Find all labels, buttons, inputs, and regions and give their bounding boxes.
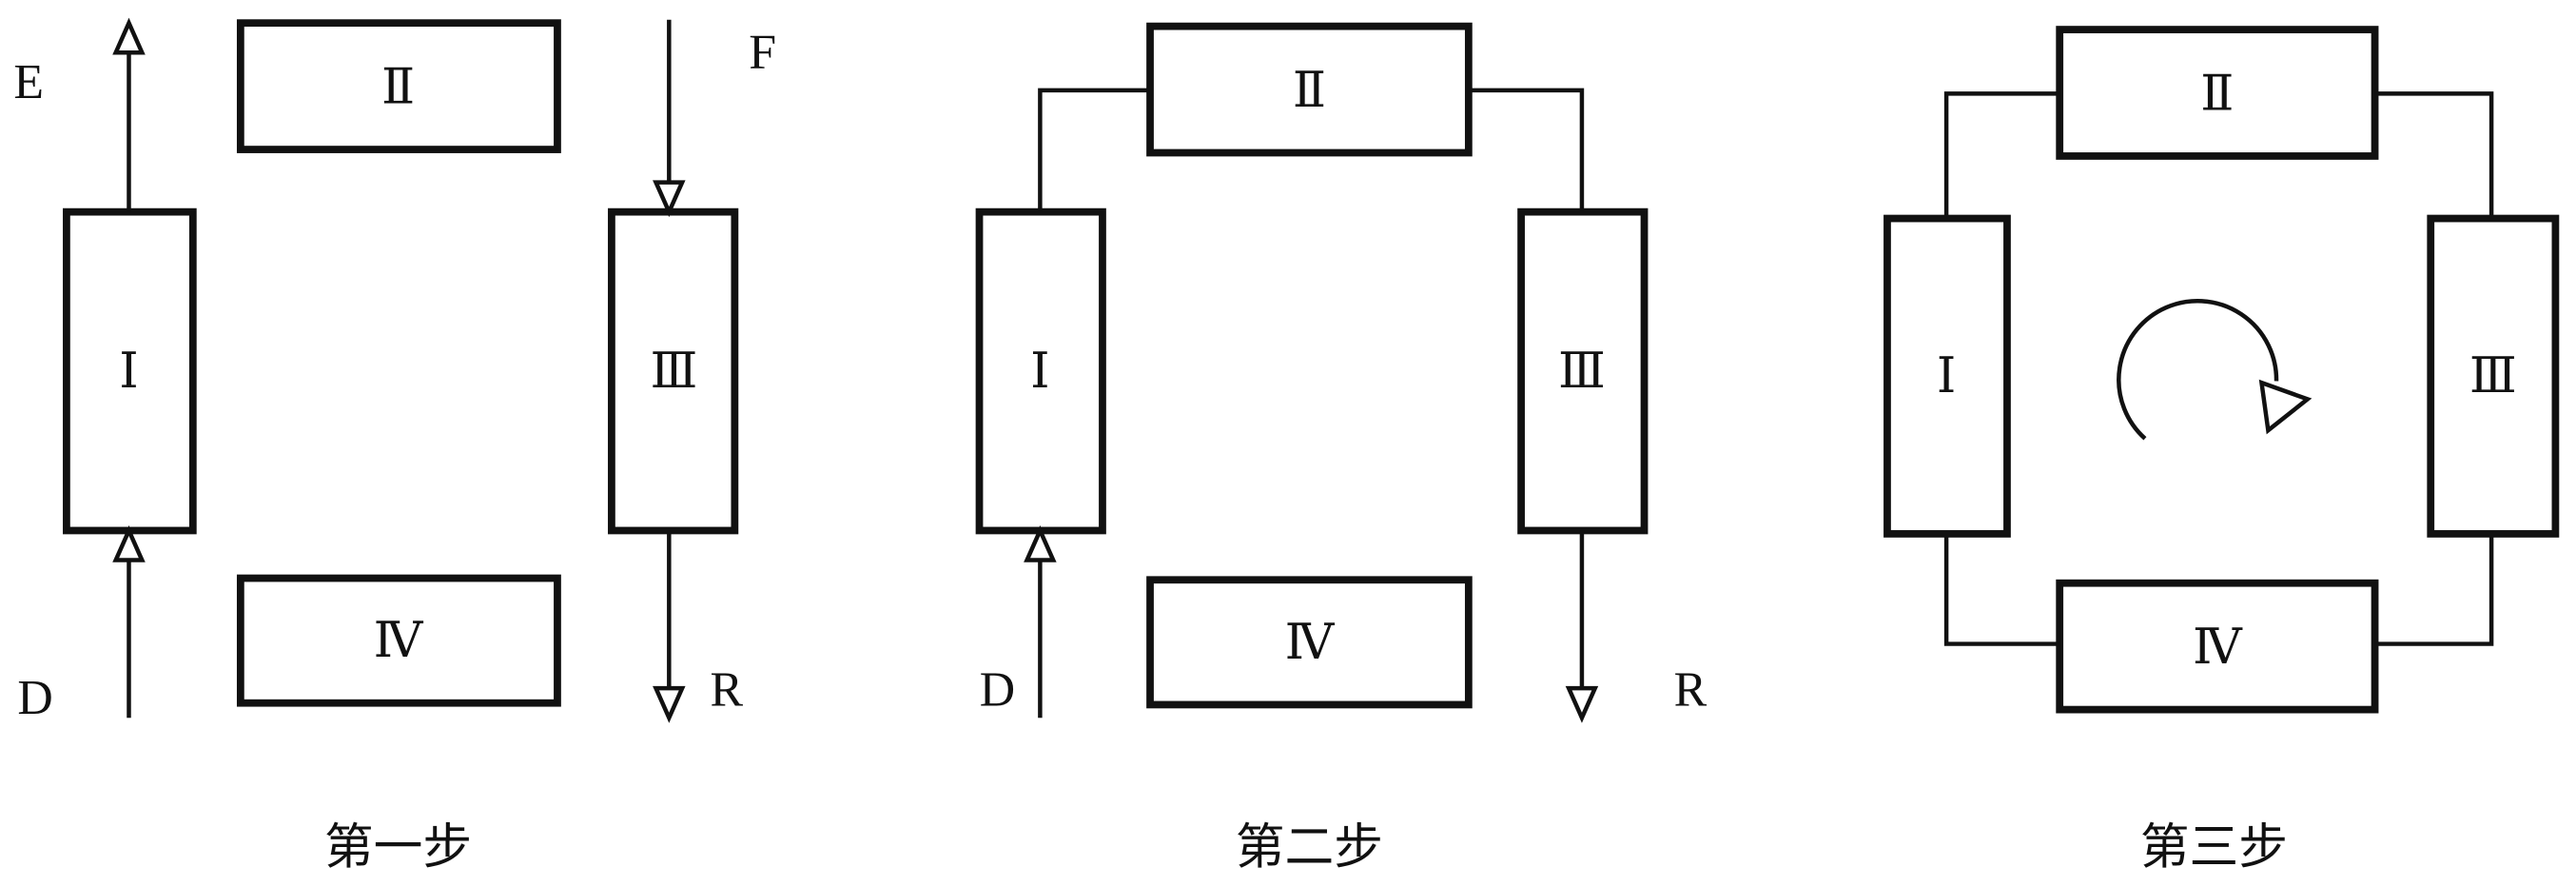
arrow-up-icon (112, 524, 146, 562)
column-2-label: Ⅱ (381, 58, 415, 115)
label-R: R (1674, 662, 1708, 717)
column-4 (1146, 576, 1473, 709)
caption-step-1: 第一步 (324, 819, 472, 877)
column-3-label: Ⅲ (2469, 347, 2517, 404)
label-D: D (980, 662, 1015, 717)
label-F: F (749, 26, 776, 80)
column-4-label: Ⅳ (374, 612, 424, 669)
column-1-label: Ⅰ (119, 343, 138, 400)
connector-2-3 (2374, 91, 2494, 219)
arrow-up-icon (112, 17, 146, 55)
column-1 (1883, 214, 2011, 538)
column-4 (236, 574, 561, 707)
column-2-label: Ⅱ (2200, 65, 2234, 122)
column-2 (1146, 22, 1473, 157)
column-1-label: Ⅰ (1937, 347, 1956, 404)
panel-step-1: Ⅰ Ⅱ Ⅲ Ⅳ E F D R 第一步 (13, 17, 776, 877)
caption-step-2: 第二步 (1236, 819, 1383, 877)
column-3 (608, 207, 739, 535)
connector-4-1 (1943, 533, 2060, 646)
column-2 (236, 19, 561, 153)
column-3-label: Ⅲ (1558, 343, 1606, 400)
column-4-label: Ⅳ (1285, 614, 1336, 671)
arrow-up-icon (1024, 524, 1057, 562)
column-3 (2427, 214, 2560, 538)
caption-step-3: 第三步 (2140, 819, 2288, 877)
connector-1-2 (1943, 91, 2060, 219)
column-2 (2056, 26, 2379, 160)
column-1 (975, 207, 1106, 535)
column-3 (1517, 207, 1649, 535)
column-4 (2056, 579, 2379, 714)
column-2-label: Ⅱ (1293, 62, 1326, 119)
column-3-label: Ⅲ (651, 343, 698, 400)
panel-step-3: Ⅰ Ⅱ Ⅲ Ⅳ 第三步 (1883, 26, 2560, 877)
connector-2-3 (1468, 88, 1585, 212)
label-R: R (710, 662, 743, 717)
label-E: E (13, 55, 44, 109)
connector-3-4 (2374, 533, 2494, 646)
arrow-down-icon (653, 180, 686, 218)
panel-step-2: Ⅰ Ⅱ Ⅲ Ⅳ D R 第二步 (975, 22, 1708, 877)
label-D: D (17, 671, 52, 725)
column-4-label: Ⅳ (2193, 619, 2243, 676)
column-1-label: Ⅰ (1030, 343, 1049, 400)
arrow-down-icon (653, 685, 686, 723)
arrow-down-icon (1565, 685, 1599, 723)
circulation-arrow-icon (2117, 299, 2313, 441)
connector-1-2 (1038, 88, 1151, 212)
